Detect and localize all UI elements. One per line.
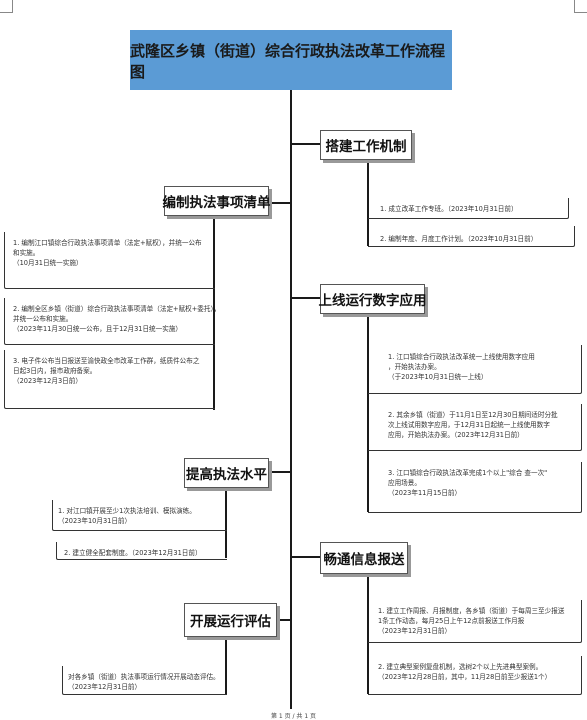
item-bracket (4, 232, 215, 289)
enforcement-item: 2. 建立健全配套制度。（2023年12月31日前） (64, 548, 234, 558)
evaluation-item: 对各乡镇（街道）执法事项运行情况开展动态评估。 （2023年12月31日前） (68, 672, 233, 692)
item-text: 2. 其余乡镇（街道）于11月1日至12月30日期间适时分批 次上线试用数字应用… (388, 411, 558, 439)
item-text: 3. 江口镇综合行政执法改革完成1个以上"综合 查一次" 应用场景。 （2023… (388, 469, 548, 497)
item-bracket (52, 500, 227, 531)
enforcement-item: 1. 对江口镇开展至少1次执法培训、模拟演练。 （2023年10月31日前） (58, 506, 228, 526)
heading-enforcement: 提高执法水平 (184, 458, 269, 488)
checklist-item: 2. 编制全区乡镇（街道）综合行政执法事项清单（法定+赋权+委托）， 并统一公布… (13, 304, 221, 334)
heading-info: 畅通信息报送 (320, 542, 408, 574)
mechanism-item: 1. 成立改革工作专班。（2023年10月31日前） (380, 204, 580, 214)
item-text: 1. 编制江口镇综合行政执法事项清单（法定+赋权），并统一公布 和实施。 （10… (13, 239, 202, 267)
item-bracket (368, 345, 582, 394)
item-bracket (4, 298, 215, 345)
item-text: 2. 编制全区乡镇（街道）综合行政执法事项清单（法定+赋权+委托）， 并统一公布… (13, 305, 221, 333)
diagram-title: 武隆区乡镇（街道）综合行政执法改革工作流程图 (130, 42, 446, 81)
checklist-item: 3. 电子件公布当日报送至渝快政全市改革工作群，纸质件公布之 日起3日内，报市政… (13, 356, 218, 386)
digital-item: 2. 其余乡镇（街道）于11月1日至12月30日期间适时分批 次上线试用数字应用… (388, 410, 578, 440)
page-corner-mark (574, 0, 587, 13)
item-bracket (4, 350, 215, 409)
item-bracket (368, 656, 582, 695)
digital-item: 3. 江口镇综合行政执法改革完成1个以上"综合 查一次" 应用场景。 （2023… (388, 468, 578, 498)
item-text: 2. 建立典型案例复盘机制，选树2个以上先进典型案例。 （2023年12月28日… (378, 663, 552, 681)
item-bracket (368, 600, 582, 643)
item-bracket (368, 198, 569, 219)
info-item: 2. 建立典型案例复盘机制，选树2个以上先进典型案例。 （2023年12月28日… (378, 662, 583, 682)
item-text: 1. 江口镇综合行政执法改革统一上线使用数字应用 ，开始执法办案。 （于2023… (388, 353, 535, 381)
diagram-title-box: 武隆区乡镇（街道）综合行政执法改革工作流程图 (130, 30, 452, 90)
digital-item: 1. 江口镇综合行政执法改革统一上线使用数字应用 ，开始执法办案。 （于2023… (388, 352, 578, 382)
item-text: 3. 电子件公布当日报送至渝快政全市改革工作群，纸质件公布之 日起3日内，报市政… (13, 357, 200, 385)
item-bracket (368, 226, 575, 247)
mechanism-item: 2. 编制年度、月度工作计划。（2023年10月31日前） (380, 234, 580, 244)
item-bracket (368, 462, 582, 513)
item-text: 1. 成立改革工作专班。（2023年10月31日前） (380, 205, 518, 213)
heading-checklist: 编制执法事项清单 (163, 186, 271, 216)
item-bracket (368, 404, 582, 451)
info-item: 1. 建立工作周报、月报制度，各乡镇（街道）于每周三至少报送 1条工作动态，每月… (378, 606, 583, 636)
page-corner-mark (0, 0, 13, 13)
item-text: 对各乡镇（街道）执法事项运行情况开展动态评估。 （2023年12月31日前） (68, 673, 220, 691)
page-footer: 第 1 页 / 共 1 页 (270, 713, 317, 720)
item-text: 1. 对江口镇开展至少1次执法培训、模拟演练。 （2023年10月31日前） (58, 507, 196, 525)
item-bracket (62, 666, 227, 695)
item-text: 1. 建立工作周报、月报制度，各乡镇（街道）于每周三至少报送 1条工作动态，每月… (378, 607, 565, 635)
item-text: 2. 编制年度、月度工作计划。（2023年10月31日前） (380, 235, 538, 243)
item-bracket (56, 542, 227, 560)
checklist-item: 1. 编制江口镇综合行政执法事项清单（法定+赋权），并统一公布 和实施。 （10… (13, 238, 213, 268)
item-text: 2. 建立健全配套制度。（2023年12月31日前） (64, 549, 202, 557)
heading-digital: 上线运行数字应用 (319, 284, 427, 314)
heading-mechanism: 搭建工作机制 (320, 130, 412, 160)
heading-evaluation: 开展运行评估 (184, 603, 277, 637)
